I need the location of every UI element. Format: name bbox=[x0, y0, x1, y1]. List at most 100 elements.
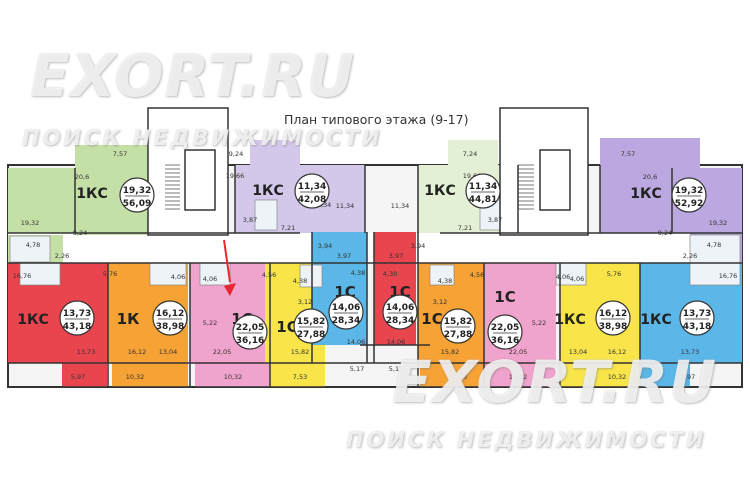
room-label-l66: 10,32 bbox=[608, 373, 627, 381]
room-label-l21: 9,24 bbox=[658, 229, 672, 237]
room-label-l64: 7,53 bbox=[453, 373, 467, 381]
apartment-living-area: 11,34 bbox=[298, 182, 326, 192]
room-label-l67: 5,97 bbox=[681, 373, 695, 381]
apartment-total-area: 38,98 bbox=[156, 322, 184, 332]
room-label-l51: 14,06 bbox=[347, 338, 366, 346]
apartment-type: 1К bbox=[117, 310, 140, 328]
room-label-l24: 3,94 bbox=[318, 242, 332, 250]
apartment-area-circle bbox=[232, 314, 268, 350]
apartment-b2: 1К 16,12 38,98 bbox=[117, 300, 188, 336]
room-label-l33: 4,06 bbox=[203, 275, 217, 283]
apartment-type: 1КС bbox=[424, 183, 455, 199]
room-label-l4: 9,24 bbox=[73, 229, 87, 237]
room-label-l59: 10,32 bbox=[126, 373, 145, 381]
room-label-l52: 14,06 bbox=[387, 338, 406, 346]
apartment-living-area: 14,06 bbox=[332, 303, 360, 313]
apartment-total-area: 52,92 bbox=[675, 199, 703, 209]
stair-steps-1 bbox=[518, 164, 534, 210]
room-label-l27: 3,94 bbox=[411, 242, 425, 250]
room-label-l17: 11,34 bbox=[391, 202, 410, 210]
room-label-l63: 5,17 bbox=[389, 365, 403, 373]
apartment-total-area: 56,09 bbox=[123, 199, 151, 209]
apartment-living-area: 15,82 bbox=[444, 317, 472, 327]
apartment-area-b8-23 bbox=[484, 363, 556, 387]
room-label-l35: 4,38 bbox=[293, 277, 307, 285]
apartment-total-area: 27,88 bbox=[444, 330, 472, 340]
apartment-living-area: 14,06 bbox=[386, 303, 414, 313]
room-label-l46: 13,73 bbox=[77, 348, 96, 356]
room-label-l23: 2,26 bbox=[683, 252, 697, 260]
room-label-l49: 22,05 bbox=[213, 348, 232, 356]
room-label-l18: 7,57 bbox=[621, 150, 635, 158]
room-label-l40: 3,12 bbox=[433, 298, 447, 306]
apartment-area-b9-25 bbox=[560, 363, 640, 387]
room-label-l50: 15,82 bbox=[291, 348, 310, 356]
room-label-l55: 13,04 bbox=[569, 348, 588, 356]
apartment-type: 1КС bbox=[17, 312, 48, 328]
stairwell-3 bbox=[539, 149, 571, 211]
apartment-living-area: 13,73 bbox=[63, 309, 91, 319]
room-label-l7: 9,24 bbox=[229, 150, 243, 158]
room-label-l53: 15,82 bbox=[441, 348, 460, 356]
apartment-total-area: 28,34 bbox=[386, 316, 414, 326]
apartment-living-area: 19,32 bbox=[123, 186, 151, 196]
apartment-area-b4-17 bbox=[270, 363, 325, 387]
apartment-area-b1-11 bbox=[62, 363, 107, 387]
room-label-l26: 4,38 bbox=[351, 269, 365, 277]
apartment-living-area: 16,12 bbox=[156, 309, 184, 319]
bathroom-10 bbox=[689, 234, 741, 264]
room-label-l10: 3,87 bbox=[243, 216, 257, 224]
apartment-area-circle bbox=[119, 177, 155, 213]
room-label-l14: 19,66 bbox=[463, 172, 482, 180]
apartment-area-b2-13 bbox=[112, 363, 188, 387]
apartment-type: 1С bbox=[494, 288, 515, 306]
room-label-l32: 4,06 bbox=[171, 273, 185, 281]
apartment-total-area: 28,34 bbox=[332, 316, 360, 326]
apartment-area-b10-27 bbox=[640, 363, 690, 387]
room-label-l8: 19,66 bbox=[226, 172, 245, 180]
room-label-l12: 11,34 bbox=[336, 202, 355, 210]
room-label-l42: 5,22 bbox=[532, 319, 546, 327]
room-label-l43: 5,76 bbox=[607, 270, 621, 278]
apartment-living-area: 11,34 bbox=[469, 182, 497, 192]
bathroom-0 bbox=[9, 235, 51, 263]
room-label-l60: 10,32 bbox=[224, 373, 243, 381]
watermark-logo-bottom: EXORT.RU bbox=[392, 348, 718, 416]
apartment-living-area: 19,32 bbox=[675, 186, 703, 196]
room-label-l13: 7,24 bbox=[463, 150, 477, 158]
room-label-l61: 7,53 bbox=[293, 373, 307, 381]
apartment-area-circle bbox=[671, 177, 707, 213]
watermark-logo-top: EXORT.RU bbox=[30, 42, 356, 110]
apartment-total-area: 36,16 bbox=[236, 336, 264, 346]
apartment-living-area: 13,73 bbox=[683, 309, 711, 319]
room-label-l20: 19,32 bbox=[709, 219, 728, 227]
apartment-area-circle bbox=[487, 314, 523, 350]
bathroom-4 bbox=[299, 264, 323, 288]
room-label-l6: 2,26 bbox=[55, 252, 69, 260]
room-label-l37: 5,22 bbox=[203, 319, 217, 327]
apartment-type: 1КС bbox=[640, 312, 671, 328]
apartment-area-tl-1 bbox=[8, 168, 78, 233]
room-label-l58: 5,97 bbox=[71, 373, 85, 381]
apartment-area-tml-4 bbox=[250, 140, 300, 170]
room-label-l47: 16,12 bbox=[128, 348, 147, 356]
apartment-type: 1КС bbox=[630, 186, 661, 202]
room-label-l15: 7,21 bbox=[458, 224, 472, 232]
apartment-area-circle bbox=[328, 294, 364, 330]
room-area-labels: 7,5720,619,329,244,782,269,2419,6611,343… bbox=[13, 150, 738, 381]
apartment-area-tmr-6 bbox=[448, 140, 498, 170]
apartment-type: 1КС bbox=[252, 183, 283, 199]
apartment-type: 1КС bbox=[554, 312, 585, 328]
apartment-living-area: 15,82 bbox=[297, 317, 325, 327]
room-label-l56: 16,12 bbox=[608, 348, 627, 356]
room-label-l29: 3,97 bbox=[389, 252, 403, 260]
apartment-living-area: 22,05 bbox=[491, 323, 519, 333]
